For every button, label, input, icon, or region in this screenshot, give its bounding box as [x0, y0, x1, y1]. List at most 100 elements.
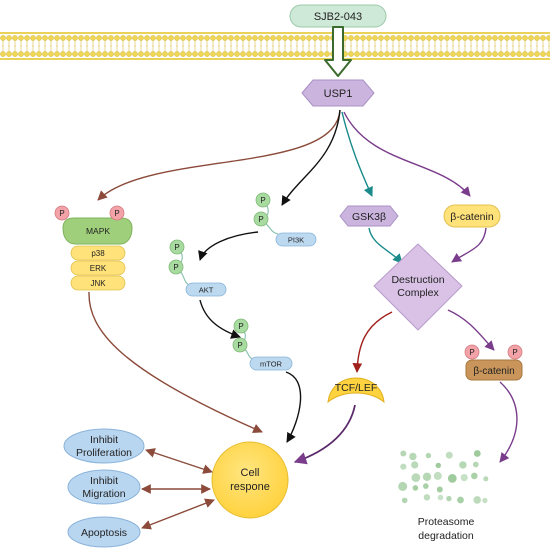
lipid-head: [384, 51, 390, 57]
lipid-head: [546, 35, 550, 41]
lipid-head: [30, 35, 36, 41]
lipid-head: [294, 35, 300, 41]
lipid-head: [6, 35, 12, 41]
lipid-head: [186, 51, 192, 57]
lipid-head: [138, 51, 144, 57]
lipid-head: [174, 51, 180, 57]
proteasome-fragment: [482, 497, 488, 504]
mapk-group: MAPK P P p38 ERK JNK: [54, 205, 133, 291]
arrow-cell-apoptosis: [141, 498, 215, 530]
svg-text:p38: p38: [91, 249, 105, 258]
lipid-head: [396, 35, 402, 41]
lipid-head: [12, 51, 18, 57]
lipid-head: [234, 35, 240, 41]
svg-text:P: P: [237, 341, 242, 350]
lipid-head: [210, 35, 216, 41]
lipid-head: [90, 51, 96, 57]
lipid-head: [150, 51, 156, 57]
lipid-head: [264, 35, 270, 41]
usp1-arrows: [97, 109, 471, 206]
arrow-mapk-cell: [88, 291, 263, 433]
lipid-head: [18, 35, 24, 41]
lipid-head: [168, 51, 174, 57]
lipid-head: [438, 35, 444, 41]
lipid-head: [480, 51, 486, 57]
lipid-head: [252, 35, 258, 41]
svg-text:Complex: Complex: [397, 287, 439, 299]
lipid-head: [414, 35, 420, 41]
lipid-head: [510, 51, 516, 57]
lipid-head: [72, 51, 78, 57]
lipid-head: [516, 35, 522, 41]
lipid-head: [210, 51, 216, 57]
lipid-head: [462, 35, 468, 41]
proteasome-fragment: [412, 485, 419, 491]
lipid-head: [540, 35, 546, 41]
lipid-head: [498, 51, 504, 57]
lipid-head: [144, 35, 150, 41]
proteasome-fragment: [401, 497, 408, 504]
lipid-head: [120, 35, 126, 41]
lipid-head: [258, 35, 264, 41]
outcome-inhibit-migration: Inhibit Migration: [67, 469, 141, 505]
lipid-head: [288, 51, 294, 57]
lipid-head: [354, 35, 360, 41]
lipid-head: [54, 51, 60, 57]
proteasome-fragment: [473, 450, 481, 457]
lipid-head: [192, 35, 198, 41]
svg-text:Apoptosis: Apoptosis: [81, 527, 127, 539]
arrow-pi3k-akt: [198, 231, 259, 261]
lipid-head: [384, 35, 390, 41]
lipid-head: [264, 51, 270, 57]
svg-text:ERK: ERK: [90, 264, 107, 273]
proteasome-fragment: [483, 476, 489, 482]
arrow-gsk3b-complex: [368, 227, 403, 264]
lipid-head: [432, 51, 438, 57]
drug-label: SJB2-043: [314, 11, 362, 23]
lipid-head: [96, 51, 102, 57]
proteasome-fragment: [398, 481, 408, 491]
proteasome-fragment: [400, 463, 407, 470]
proteasome-fragment: [433, 471, 442, 480]
lipid-head: [474, 51, 480, 57]
svg-text:PI3K: PI3K: [288, 236, 304, 245]
lipid-head: [396, 51, 402, 57]
arrow-tcflef-cell: [293, 404, 356, 465]
lipid-head: [312, 51, 318, 57]
svg-text:P: P: [59, 209, 64, 218]
proteasome-fragment: [473, 496, 482, 504]
lipid-head: [90, 35, 96, 41]
lipid-head: [528, 51, 534, 57]
phospho-mapk-left: [54, 205, 70, 221]
lipid-head: [324, 51, 330, 57]
lipid-head: [252, 51, 258, 57]
lipid-head: [42, 35, 48, 41]
lipid-head: [534, 51, 540, 57]
svg-text:β-catenin: β-catenin: [450, 211, 494, 223]
lipid-head: [216, 51, 222, 57]
lipid-head: [258, 51, 264, 57]
lipid-head: [240, 35, 246, 41]
lipid-head: [366, 35, 372, 41]
lipid-head: [378, 51, 384, 57]
proteasome-fragment: [425, 452, 432, 459]
lipid-head: [360, 51, 366, 57]
lipid-head: [18, 51, 24, 57]
akt-node: P P AKT: [168, 239, 227, 297]
svg-text:P: P: [173, 263, 178, 272]
lipid-head: [0, 51, 6, 57]
usp1-label: USP1: [324, 88, 353, 100]
lipid-head: [444, 35, 450, 41]
proteasome-fragment: [423, 494, 431, 501]
proteasome-fragment: [445, 451, 453, 459]
destruction-complex-node: Destruction Complex: [373, 243, 463, 331]
lipid-head: [390, 51, 396, 57]
lipid-head: [120, 51, 126, 57]
lipid-head: [486, 51, 492, 57]
lipid-head: [516, 51, 522, 57]
lipid-head: [318, 35, 324, 41]
lipid-head: [318, 51, 324, 57]
arrow-usp1-gsk3b: [341, 111, 373, 197]
p-beta-catenin-node: P P β-catenin: [464, 344, 523, 381]
